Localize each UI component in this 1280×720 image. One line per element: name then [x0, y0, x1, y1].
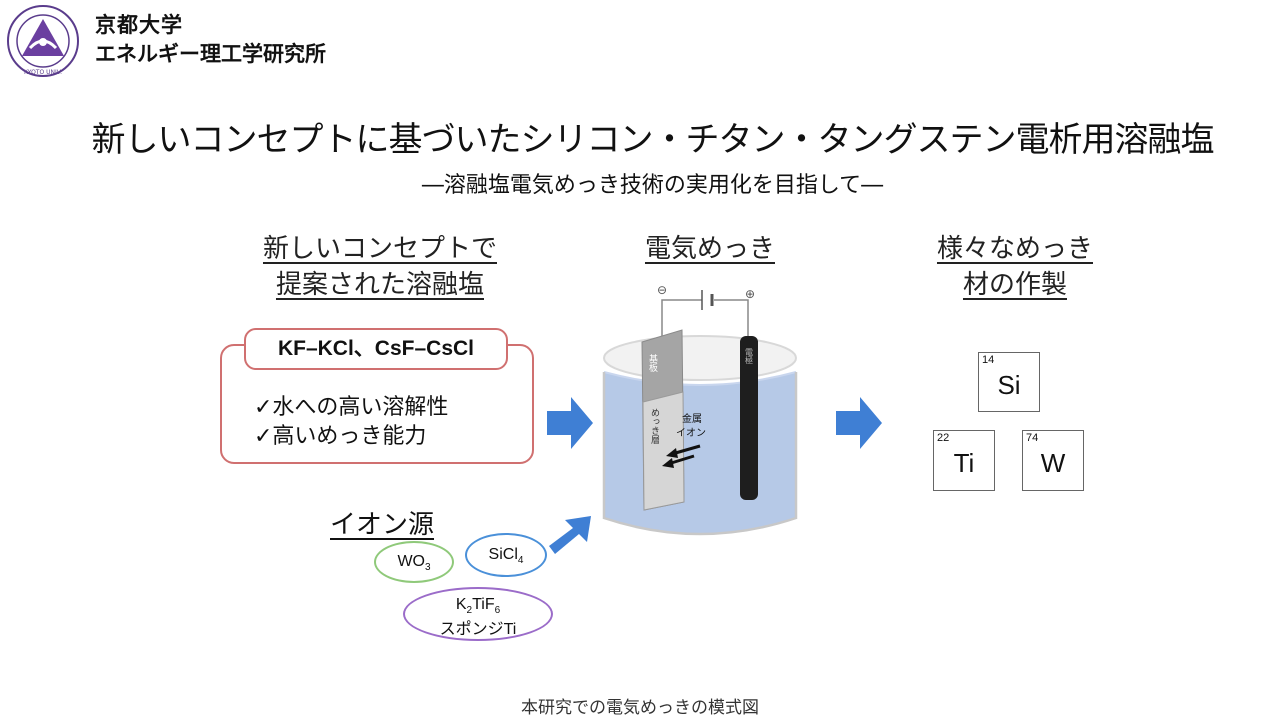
liquid-surface — [603, 371, 797, 386]
figure-caption: 本研究での電気めっきの模式図 — [521, 698, 759, 718]
formula-text: K2TiF6 — [455, 596, 501, 617]
beaker-rim — [603, 335, 797, 381]
property-item: ✓高いめっき能力 — [254, 424, 427, 449]
element-tile-si: 14 Si — [978, 352, 1040, 412]
svg-text:KYOTO UNIV.: KYOTO UNIV. — [24, 69, 62, 76]
plated-layer-label: めっき層 — [649, 408, 660, 445]
metal-ion-label-line1: 金属 — [682, 412, 702, 425]
atomic-number: 74 — [1026, 432, 1039, 444]
formula-text: SiCl — [488, 546, 518, 563]
arrow-diagonal-icon — [549, 516, 591, 554]
ion-migration-arrows — [662, 444, 701, 468]
formula-text: WO — [397, 553, 425, 570]
arrow-right-icon — [836, 397, 882, 449]
institution-name-line2: エネルギー理工学研究所 — [95, 42, 326, 66]
kyoto-university-logo: KYOTO UNIV. — [7, 5, 79, 77]
wire-positive — [714, 299, 749, 336]
plated-layer — [642, 391, 685, 511]
element-tile-w: 74 W — [1022, 430, 1084, 491]
minus-terminal-icon: ⊖ — [657, 283, 667, 297]
element-symbol: Si — [997, 370, 1021, 400]
wire-negative — [661, 299, 702, 342]
formula-line2: スポンジTi — [439, 621, 517, 639]
institution-name-line1: 京都大学 — [95, 12, 183, 37]
element-tile-ti: 22 Ti — [933, 430, 995, 491]
right-heading-line1: 様々なめっき — [936, 234, 1093, 264]
page-title: 新しいコンセプトに基づいたシリコン・チタン・タングステン電析用溶融塩 — [91, 120, 1215, 160]
property-item: ✓水への高い溶解性 — [254, 395, 449, 420]
right-heading-line2: 材の作製 — [962, 270, 1067, 300]
formula-subscript: 4 — [517, 555, 524, 567]
left-heading-line1: 新しいコンセプトで — [262, 234, 497, 264]
atomic-number: 22 — [937, 432, 950, 444]
page-subtitle: ―溶融塩電気めっき技術の実用化を目指して― — [421, 173, 884, 198]
beaker-wall — [602, 372, 798, 536]
arrow-right-icon — [547, 397, 593, 449]
metal-ion-label-line2: イオン — [676, 427, 706, 439]
ion-source-sicl4: SiCl4 — [465, 533, 547, 577]
atomic-number: 14 — [982, 354, 995, 366]
plus-terminal-icon: ⊕ — [745, 287, 755, 301]
center-heading: 電気めっき — [644, 234, 775, 264]
molten-salt-label: KF–KCl、CsF–CsCl — [244, 328, 508, 370]
ion-source-wo3: WO3 — [374, 541, 454, 583]
ion-source-heading: イオン源 — [330, 510, 435, 540]
formula-subscript: 3 — [424, 562, 431, 574]
left-heading-line2: 提案された溶融塩 — [275, 270, 484, 300]
electroplating-bath-diagram: ⊖ ⊕ 基板 めっき層 電極 金属 イオン — [602, 283, 798, 536]
anode-label: 電極 — [745, 348, 754, 364]
molten-salt-bath — [604, 372, 796, 534]
element-symbol: Ti — [953, 448, 975, 478]
element-symbol: W — [1040, 448, 1066, 478]
anode-rod — [740, 336, 758, 500]
substrate-label: 基板 — [647, 353, 658, 373]
ion-source-k2tif6: K2TiF6 スポンジTi — [403, 587, 553, 641]
